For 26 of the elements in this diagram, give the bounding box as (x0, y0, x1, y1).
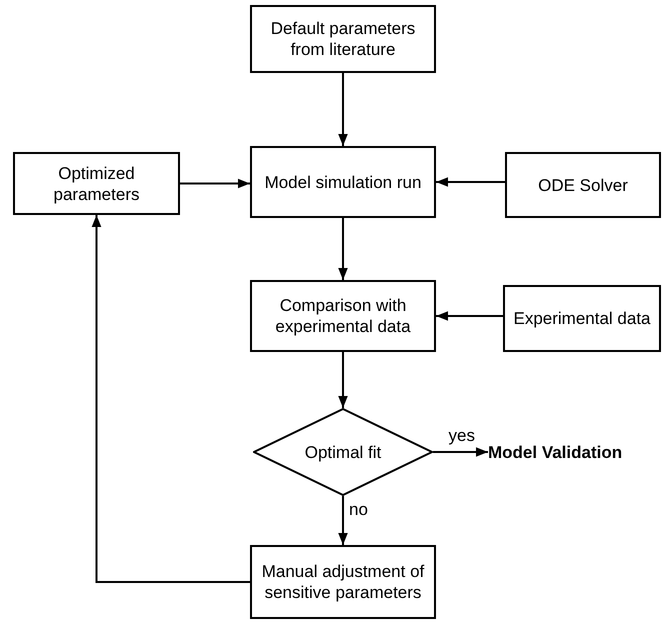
arrow (436, 311, 503, 321)
arrow (180, 178, 250, 188)
node-text: Model simulation run (264, 172, 422, 192)
decision-diamond (253, 408, 433, 496)
node-text: Manual adjustment of sensitive parameters (260, 561, 426, 603)
node-text: Default parameters from literature (270, 18, 416, 60)
arrow (436, 177, 505, 187)
arrow (338, 352, 348, 408)
process-box (503, 285, 661, 352)
arrow (92, 215, 250, 583)
node-text: Optimized parameters (52, 162, 140, 204)
node-text: Experimental data (512, 308, 652, 329)
process-box (505, 152, 661, 218)
node-text: Comparison with experimental data (274, 295, 412, 337)
node-text: Optimal fit (304, 442, 382, 462)
result-text: Model Validation (488, 437, 660, 467)
arrow (338, 73, 348, 146)
arrow (433, 447, 488, 457)
node-text: ODE Solver (537, 174, 629, 196)
process-box (250, 5, 436, 73)
process-box (250, 280, 436, 352)
arrow (338, 218, 348, 280)
arrow (338, 496, 348, 545)
process-box (13, 152, 180, 215)
process-box (250, 146, 436, 218)
process-box (250, 545, 436, 619)
